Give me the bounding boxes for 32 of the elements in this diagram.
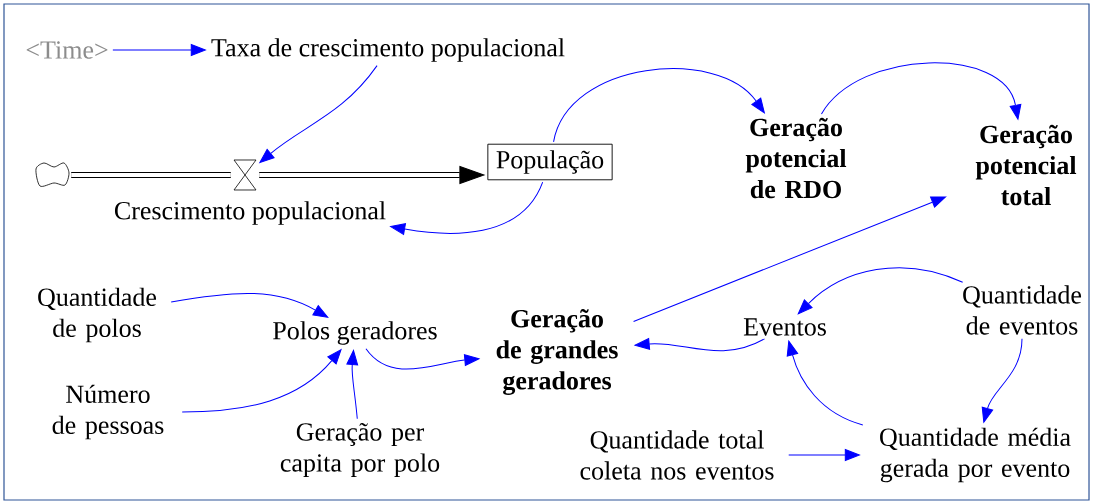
arrow bbox=[633, 196, 947, 322]
arrow bbox=[390, 181, 544, 235]
arrow bbox=[181, 349, 342, 413]
arrow bbox=[112, 44, 206, 56]
variable-name: Geração de grandes geradores bbox=[496, 309, 618, 395]
variable-name: Número de pessoas bbox=[52, 384, 164, 440]
arrow bbox=[820, 62, 1022, 120]
arrow bbox=[634, 338, 765, 352]
variable-name: Geração potencial de RDO bbox=[745, 117, 847, 199]
variable-name: Geração potencial total bbox=[975, 124, 1077, 206]
arrow bbox=[981, 338, 1023, 423]
flow-name: Crescimento populacional bbox=[114, 201, 386, 225]
variable-name: Polos geradores bbox=[273, 321, 437, 345]
variable-name: Eventos bbox=[743, 318, 826, 336]
arrow bbox=[797, 267, 964, 315]
arrow bbox=[553, 68, 765, 143]
arrow bbox=[788, 449, 860, 461]
stock-box: População bbox=[487, 143, 613, 181]
arrow bbox=[346, 349, 359, 420]
variable-name: <Time> bbox=[26, 41, 108, 59]
arrow bbox=[259, 65, 378, 164]
variable-name: Quantidade de eventos bbox=[963, 285, 1082, 335]
cloud-symbol bbox=[35, 162, 70, 187]
variable-name: Geração per capita por polo bbox=[280, 422, 440, 478]
arrow bbox=[365, 348, 480, 370]
variable-name: Quantidade total coleta nos eventos bbox=[580, 430, 774, 480]
arrow bbox=[259, 166, 485, 184]
variable-name: Taxa de crescimento populacional bbox=[211, 38, 565, 62]
variable-name: Quantidade de polos bbox=[38, 287, 157, 343]
variable-name: Quantidade média gerada por evento bbox=[880, 427, 1071, 483]
arrow bbox=[786, 340, 864, 426]
arrow bbox=[170, 292, 329, 318]
